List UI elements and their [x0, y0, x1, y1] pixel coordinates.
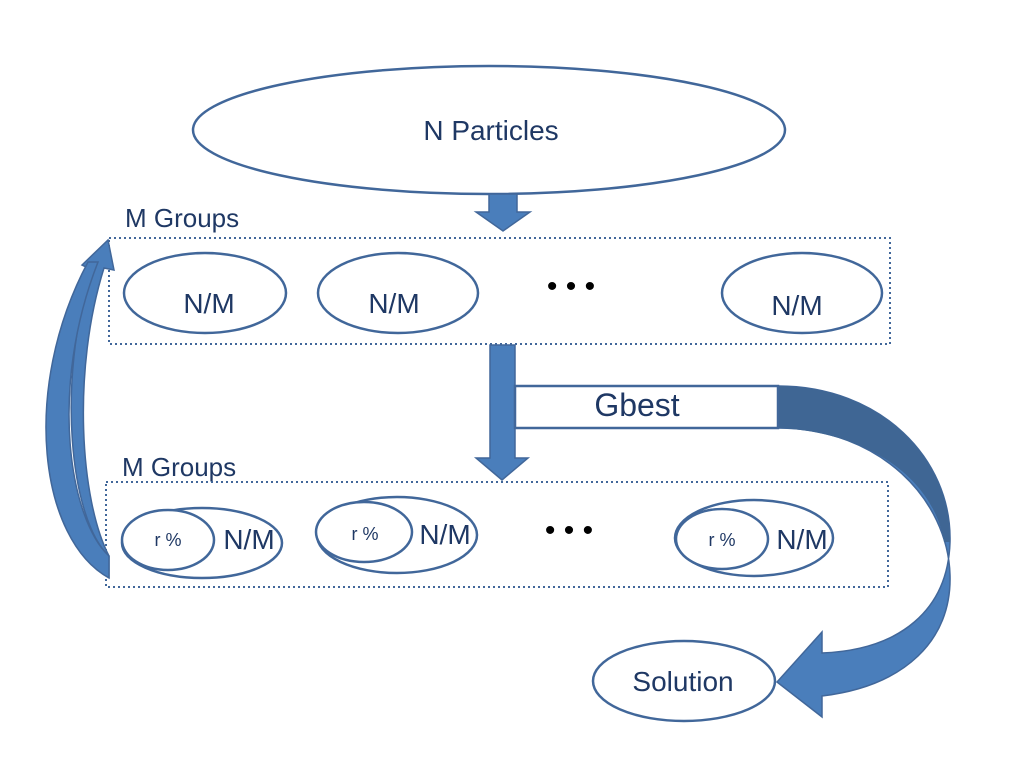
n-particles-label: N Particles: [423, 115, 558, 146]
group-row-1-container: [108, 237, 891, 345]
group-ellipse: [316, 251, 480, 335]
group-row-1-group: N/M: [316, 251, 480, 335]
solution-label: Solution: [632, 666, 733, 697]
group-row-1: M Groups N/M N/M • • • N/M: [108, 203, 891, 345]
gbest-curve-shade: [778, 386, 951, 542]
group-label: N/M: [183, 288, 234, 319]
group-label: N/M: [368, 288, 419, 319]
group-row-1-title: M Groups: [125, 203, 239, 233]
group-label: N/M: [223, 524, 274, 555]
solution-ellipse: [591, 639, 777, 723]
solution-node: Solution: [591, 639, 777, 723]
group-label: N/M: [776, 524, 827, 555]
group-label: N/M: [419, 519, 470, 550]
group-row-2: M Groups r % N/M r % N/M • • • r % N/M: [105, 452, 889, 588]
gbest-label: Gbest: [594, 387, 679, 423]
gbest-path: Gbest: [513, 384, 951, 719]
subgroup-ellipse: [120, 508, 216, 572]
group-row-1-group: N/M: [720, 251, 884, 335]
group-row-2-group: r % N/M: [120, 506, 284, 580]
group-row-1-group: N/M: [122, 251, 288, 335]
down-arrow-to-next-groups: [473, 344, 531, 481]
subgroup-label: r %: [155, 530, 182, 550]
group-row-2-container: [105, 481, 889, 588]
subgroup-label: r %: [352, 524, 379, 544]
group-ellipse: [122, 251, 288, 335]
group-row-1-ellipsis: • • •: [547, 270, 595, 303]
group-label: N/M: [771, 290, 822, 321]
subgroup-label: r %: [709, 530, 736, 550]
group-ellipse: [720, 251, 884, 335]
group-row-2-title: M Groups: [122, 452, 236, 482]
n-particles-node: N Particles: [191, 64, 787, 196]
down-arrow-to-groups: [473, 193, 533, 232]
group-row-2-group: r % N/M: [673, 498, 835, 578]
group-row-2-group: r % N/M: [314, 495, 479, 575]
group-row-2-ellipsis: • • •: [545, 514, 593, 547]
feedback-curved-arrow: [70, 238, 115, 578]
feedback-arrow-body: [45, 261, 110, 580]
gbest-box: [513, 384, 780, 430]
subgroup-ellipse: [314, 500, 414, 564]
subgroup-ellipse: [674, 507, 770, 571]
